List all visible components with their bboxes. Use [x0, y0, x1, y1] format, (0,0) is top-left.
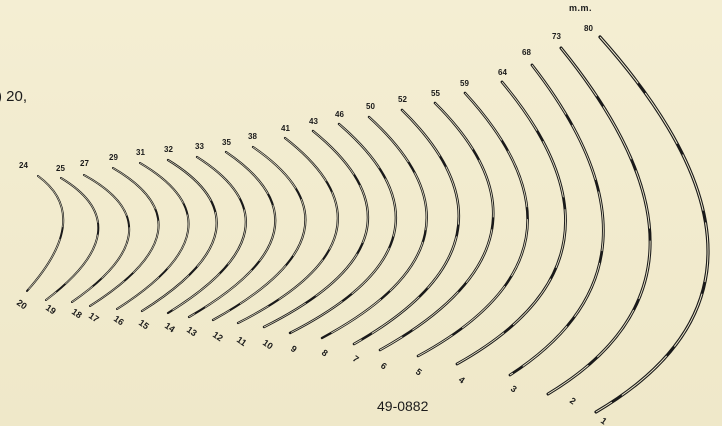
needle-size-label-9: 46: [335, 110, 344, 119]
needle-number-label-17: 17: [87, 310, 101, 324]
needle-highlight-20: [26, 175, 64, 292]
needle-number-label-18: 18: [70, 306, 84, 320]
needle-number-label-10: 10: [261, 337, 275, 351]
needle-highlight-16: [116, 162, 189, 310]
needle-highlight-12: [212, 146, 306, 321]
needle-size-label-19: 25: [56, 164, 65, 173]
needle-highlight-5: [417, 92, 528, 357]
needle-highlight-7: [353, 109, 460, 345]
needle-highlight-8: [321, 116, 428, 339]
needle-highlight-13: [188, 151, 276, 318]
needle-arc-4: [455, 80, 567, 366]
needle-highlight-4: [456, 81, 566, 365]
needle-arc-12: [211, 145, 307, 322]
needle-arc-19: [45, 177, 100, 301]
needle-arc-1: [594, 35, 710, 414]
needle-size-label-7: 52: [398, 95, 407, 104]
needle-arc-13: [187, 150, 277, 319]
needle-size-label-5: 59: [460, 79, 469, 88]
needle-number-label-14: 14: [163, 320, 177, 334]
needle-arc-17: [89, 167, 160, 307]
needle-size-label-20: 24: [19, 161, 28, 170]
needle-number-label-3: 3: [509, 383, 519, 394]
needle-highlight-10: [263, 130, 369, 328]
needle-highlight-1: [595, 36, 709, 413]
needle-highlight-9: [289, 123, 397, 334]
unit-label: m.m.: [569, 3, 593, 13]
needle-arc-6: [378, 101, 495, 352]
needle-number-label-6: 6: [379, 360, 389, 371]
needle-number-label-5: 5: [414, 366, 424, 377]
needle-arc-5: [416, 91, 529, 358]
needle-highlight-15: [141, 159, 218, 312]
needle-size-label-10: 43: [309, 117, 318, 126]
needle-number-label-16: 16: [112, 313, 126, 327]
needle-number-label-20: 20: [15, 297, 29, 311]
needle-arc-20: [26, 175, 65, 292]
needle-number-label-11: 11: [235, 334, 249, 348]
needle-number-label-9: 9: [289, 343, 299, 354]
needle-size-label-14: 33: [195, 142, 204, 151]
needle-number-label-13: 13: [185, 324, 199, 338]
needle-size-label-8: 50: [366, 102, 375, 111]
needle-highlight-17: [89, 167, 159, 307]
needle-number-label-12: 12: [211, 329, 225, 343]
needle-number-label-15: 15: [137, 317, 151, 331]
needle-arc-15: [140, 158, 218, 313]
needle-size-label-1: 80: [584, 24, 593, 33]
needle-size-label-11: 41: [281, 124, 290, 133]
needle-size-label-6: 55: [431, 89, 440, 98]
needle-size-label-2: 73: [552, 32, 561, 41]
needle-size-label-15: 32: [164, 145, 173, 154]
needle-size-label-3: 68: [522, 48, 531, 57]
needle-size-label-4: 64: [498, 68, 507, 77]
needle-size-label-17: 29: [109, 153, 118, 162]
needle-number-label-8: 8: [320, 347, 330, 358]
needle-highlight-14: [167, 156, 247, 314]
needle-highlight-2: [547, 47, 651, 395]
needle-number-label-4: 4: [457, 374, 467, 385]
needle-size-label-16: 31: [136, 148, 145, 157]
catalog-number: 49-0882: [377, 398, 429, 414]
needle-highlight-3: [509, 64, 604, 376]
needle-number-label-19: 19: [44, 302, 58, 316]
needle-number-label-2: 2: [568, 395, 578, 406]
caption-fragment: ) 20,: [0, 88, 28, 105]
needle-arc-14: [166, 155, 247, 315]
needle-highlight-19: [45, 177, 99, 301]
needle-size-label-12: 38: [248, 132, 257, 141]
needle-size-label-13: 35: [222, 138, 231, 147]
needle-highlight-6: [379, 102, 494, 351]
needle-number-label-1: 1: [599, 415, 609, 426]
needle-highlight-11: [237, 137, 339, 324]
needle-highlight-18: [71, 174, 130, 303]
needle-number-label-7: 7: [351, 353, 361, 364]
needle-arc-2: [546, 46, 652, 396]
needle-size-label-18: 27: [80, 159, 89, 168]
